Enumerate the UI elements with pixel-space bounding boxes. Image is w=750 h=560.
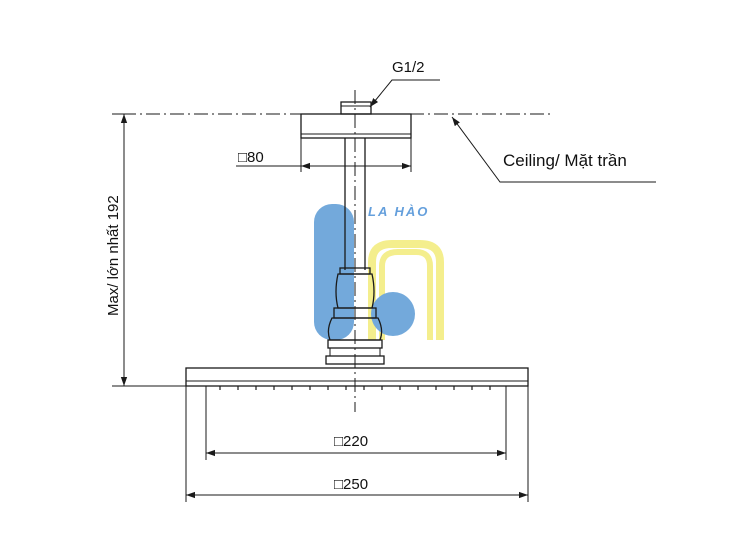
flange-dimension bbox=[236, 138, 412, 172]
watermark-blue-bar bbox=[314, 204, 354, 340]
outer-width-dimension bbox=[185, 386, 529, 502]
watermark-blue-circle bbox=[371, 292, 415, 336]
watermark-text: LA HÀO bbox=[368, 204, 429, 219]
inner-width-dimension bbox=[205, 386, 507, 460]
height-dimension bbox=[112, 113, 326, 387]
thread-connector bbox=[340, 101, 372, 115]
inner-width-label: □220 bbox=[334, 433, 368, 450]
outer-width-label: □250 bbox=[334, 476, 368, 493]
ceiling-flange bbox=[300, 113, 412, 139]
ceiling-label: Ceiling/ Mặt trần bbox=[503, 151, 627, 170]
ceiling-leader bbox=[451, 116, 656, 183]
flange-size-label: □80 bbox=[238, 149, 264, 166]
shower-head bbox=[185, 367, 529, 390]
watermark-logo: LA HÀO bbox=[314, 204, 444, 340]
height-label: Max/ lớn nhất 192 bbox=[105, 195, 122, 316]
thread-leader bbox=[369, 79, 440, 108]
thread-label: G1/2 bbox=[392, 59, 425, 76]
